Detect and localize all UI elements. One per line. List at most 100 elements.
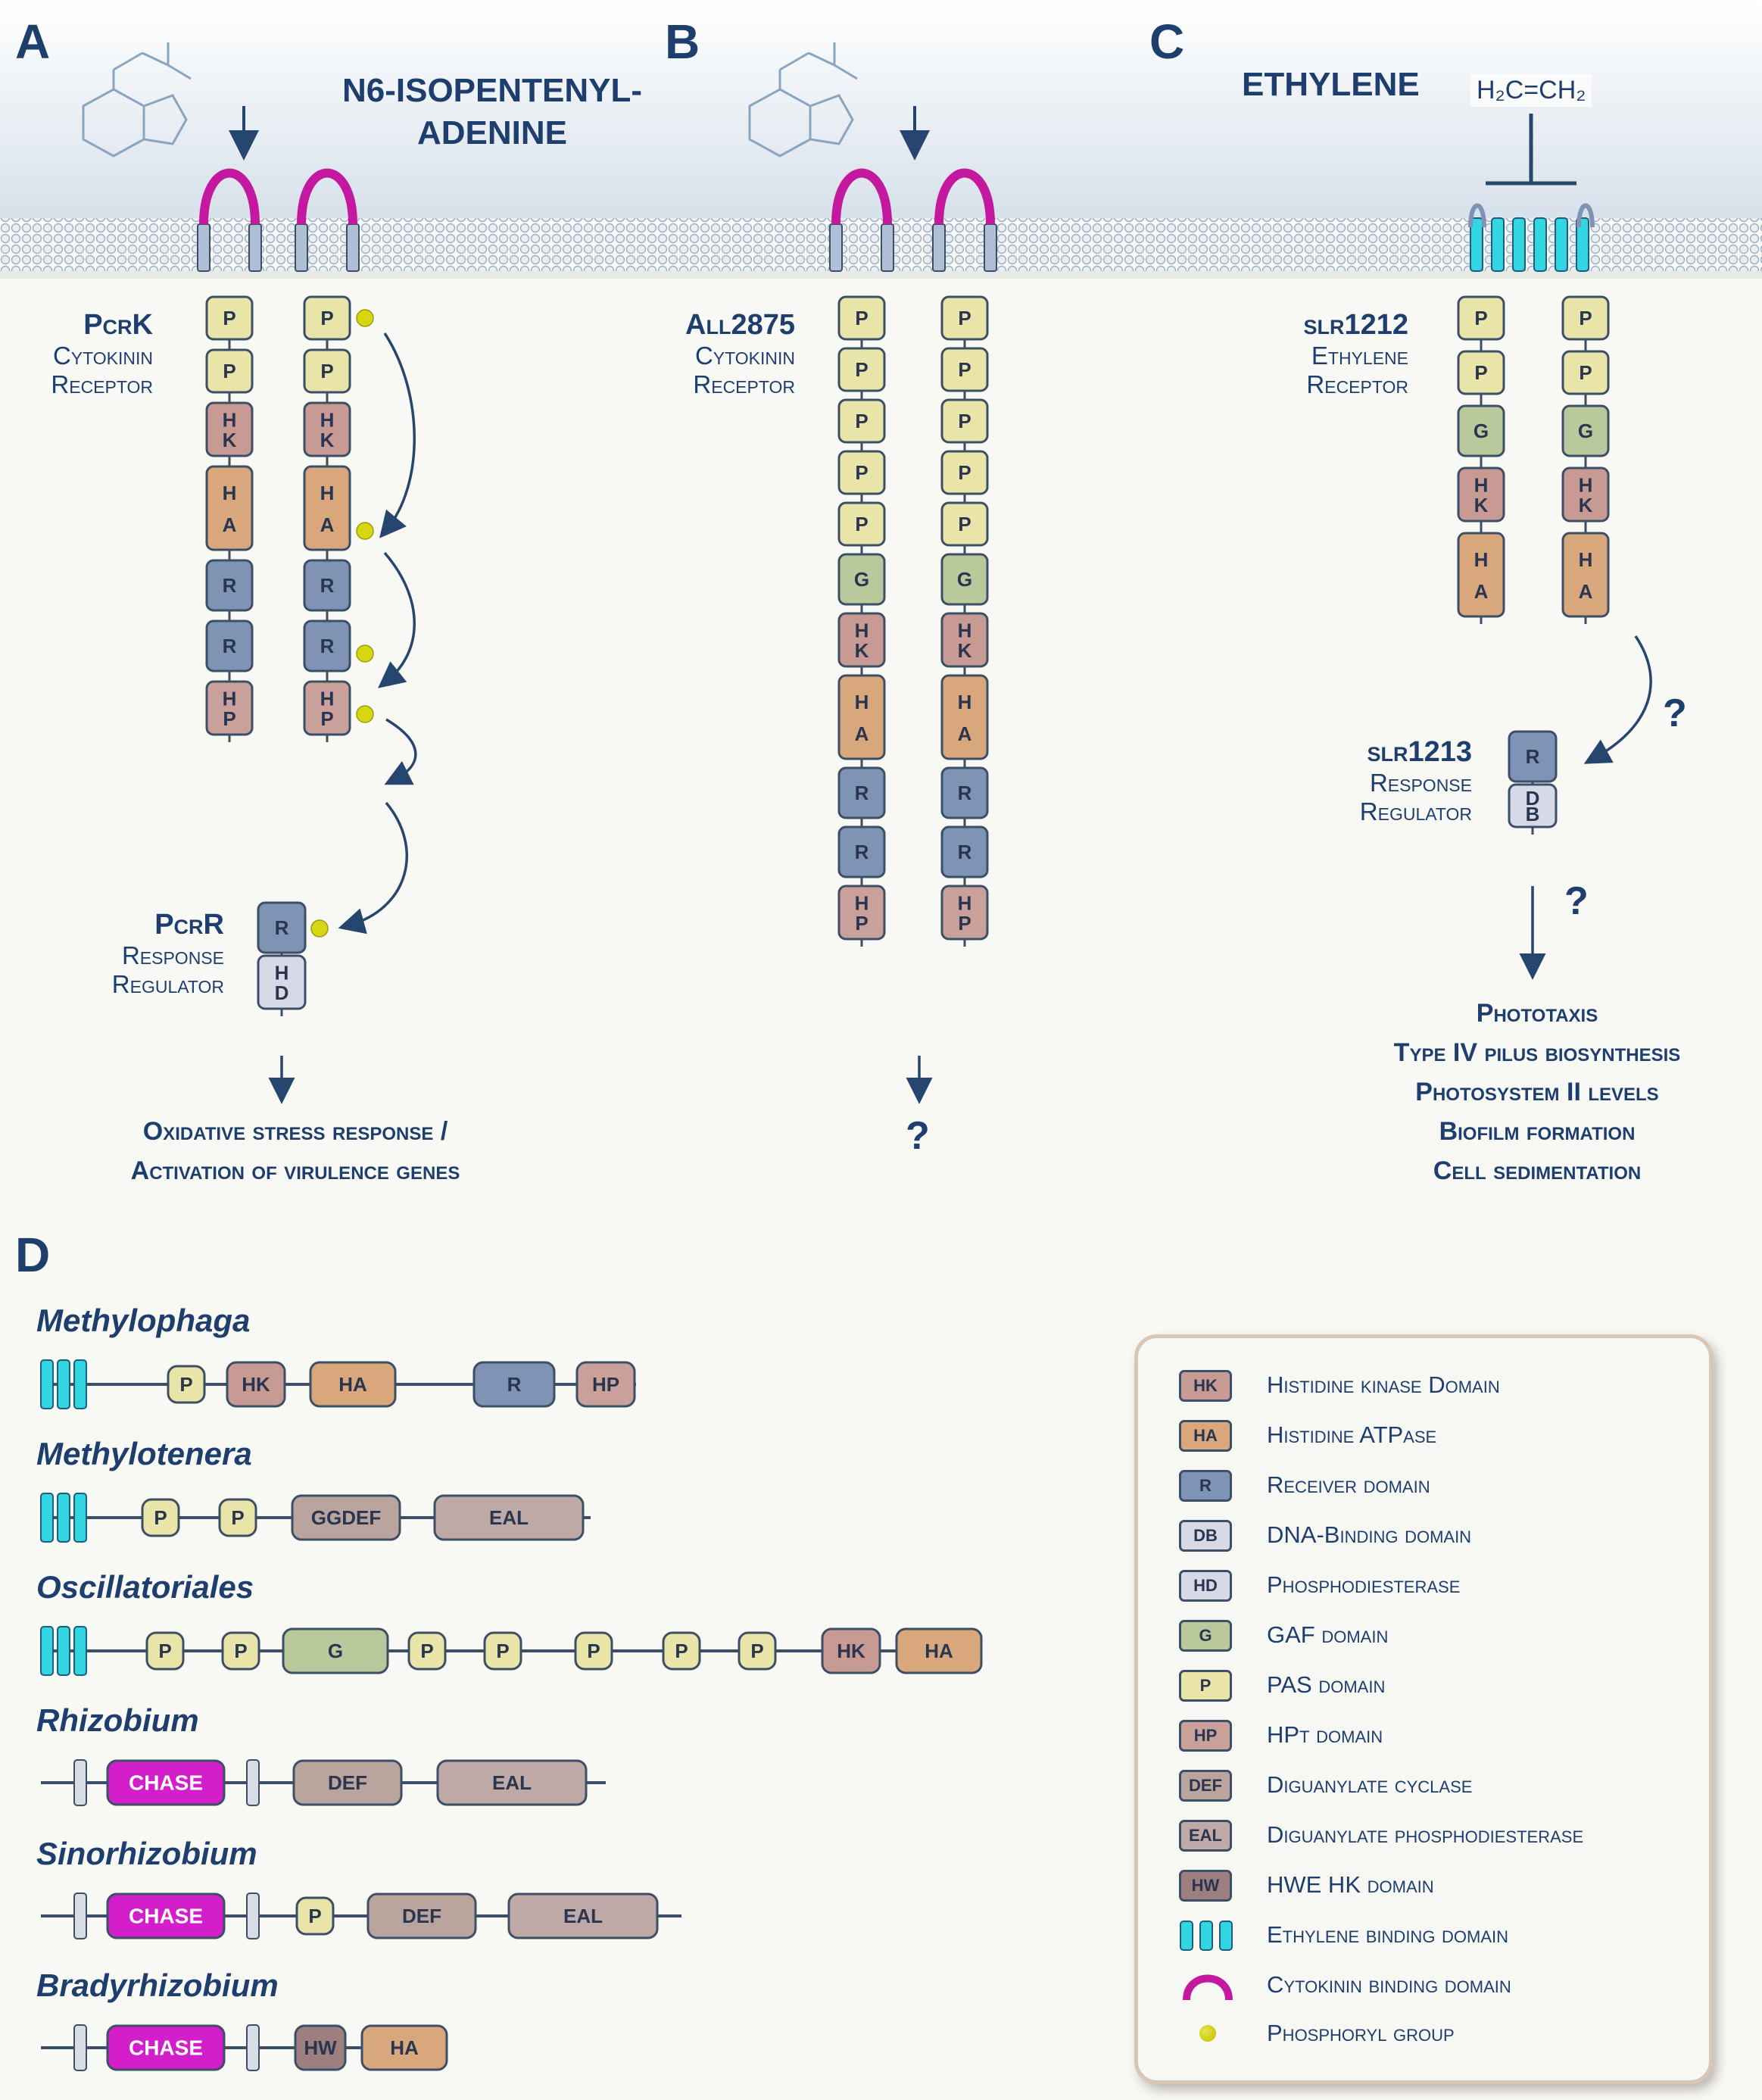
domain-letter: R (275, 916, 289, 939)
tm-loop (1468, 203, 1486, 228)
legend-text: Receiver domain (1267, 1471, 1430, 1498)
species-domain-label: P (154, 1506, 167, 1529)
domain-letter: P (855, 410, 868, 432)
legend-chip-def: DEF (1179, 1770, 1232, 1802)
ethylene-formula: H₂C=CH₂ (1470, 74, 1592, 107)
species-domain-label: P (496, 1640, 509, 1662)
receptor-label-a: PcrK Cytokinin Receptor (15, 309, 153, 399)
outcome-item: Biofilm formation (1439, 1117, 1636, 1146)
domain-letter: A (855, 722, 869, 745)
phosphoryl-group (356, 644, 374, 663)
domain-letter: H (958, 619, 972, 641)
species-name: Rhizobium (36, 1702, 199, 1738)
tm-helix (73, 2024, 87, 2071)
species-domain-def (292, 1759, 403, 1806)
outcome-line2: Activation of virulence genes (130, 1156, 460, 1185)
ethylene-binding-helix (1491, 217, 1505, 272)
domain-letter: A (1474, 580, 1489, 603)
domain-letter: K (1579, 494, 1593, 516)
ligand-name-a: N6-ISOPENTENYL- ADENINE (318, 70, 666, 154)
outcome-item: Cell sedimentation (1433, 1156, 1642, 1185)
domain-letter: P (855, 307, 868, 329)
species-name: Methylotenera (36, 1436, 252, 1471)
species-domain-label: R (507, 1373, 522, 1396)
species-domain-g (282, 1627, 389, 1674)
outcome-item: Type IV pilus biosynthesis (1393, 1038, 1681, 1067)
domain-letter: H (1474, 548, 1489, 571)
regulator-name: PcrR (154, 909, 224, 941)
ethylene-binding-helix (1512, 217, 1526, 272)
species-domain-p (221, 1631, 260, 1671)
species-domain-p (574, 1631, 613, 1671)
domain-letter: K (1474, 494, 1489, 516)
question-mark-c1: ? (1663, 691, 1687, 735)
cytokinin-binding-domain (297, 168, 357, 225)
domain-ha (940, 674, 989, 760)
species-domain-p (738, 1631, 777, 1671)
regulator-label-c: slr1213 Response Regulator (1310, 736, 1472, 826)
panel-label-c: C (1149, 14, 1185, 69)
species-name: Oscillatoriales (36, 1569, 254, 1605)
legend-chip-ha: HA (1179, 1420, 1232, 1452)
ligand-name-c: ETHYLENE (1242, 66, 1420, 103)
domain-letter: P (855, 912, 868, 935)
domain-letter: R (855, 841, 869, 863)
species-domain-eal (436, 1759, 588, 1806)
domain-letter: H (958, 691, 972, 713)
outcome-list-c: Phototaxis Type IV pilus biosynthesis Ph… (1287, 994, 1762, 1190)
legend-text: Phosphodiesterase (1267, 1571, 1461, 1598)
tm-helix (73, 1759, 87, 1806)
species-domain-ggdef (291, 1494, 401, 1541)
phosphoryl-group (356, 705, 374, 723)
species-domain-label: P (750, 1640, 763, 1662)
species-name: Sinorhizobium (36, 1836, 257, 1871)
domain-letter: P (320, 360, 333, 382)
legend-text: HPt domain (1267, 1721, 1383, 1748)
legend-chip-hw: HW (1179, 1870, 1232, 1902)
legend-chip-g: G (1179, 1620, 1232, 1652)
receptor-sub2: Receptor (1306, 370, 1408, 398)
outcome-line1: Oxidative stress response / (142, 1117, 448, 1146)
species-domain-hk (821, 1627, 881, 1674)
legend-chip-db: DB (1179, 1520, 1232, 1552)
isopentenyladenine-structure-b (748, 42, 858, 158)
legend-text: Cytokinin binding domain (1267, 1971, 1511, 1998)
regulator-sub2: Regulator (1359, 797, 1472, 825)
domain-ha (303, 465, 351, 551)
tm-helix (248, 223, 262, 272)
cytokinin-binding-domain (831, 168, 892, 225)
domain-letter: P (320, 707, 333, 730)
species-domain-label: P (420, 1640, 433, 1662)
domain-letter: H (223, 482, 237, 504)
receptor-name: PcrK (83, 309, 153, 341)
outcome-item: Phototaxis (1476, 999, 1598, 1028)
species-domain-label: HW (304, 2036, 337, 2059)
phosphotransfer-arrow (384, 718, 417, 785)
legend-chip-eal: EAL (1179, 1820, 1232, 1852)
tm-helix (881, 223, 894, 272)
species-domain-ha (360, 2024, 448, 2071)
ethylene-binding-helix (57, 1493, 70, 1543)
species-domain-ha (309, 1361, 397, 1408)
domain-letter: P (958, 461, 971, 484)
tm-helix (246, 1759, 260, 1806)
regulator-sub1: Response (1369, 769, 1472, 797)
domain-letter: K (223, 429, 237, 451)
legend-text: Histidine kinase Domain (1267, 1371, 1500, 1398)
species-domain-p (218, 1498, 257, 1537)
species-domain-p (483, 1631, 522, 1671)
domain-letter: P (223, 307, 235, 329)
ethylene-binding-helix (57, 1359, 70, 1409)
domain-letter: P (320, 307, 333, 329)
domain-letter: K (958, 639, 972, 662)
receptor-sub1: Cytokinin (694, 342, 795, 370)
ethylene-inhibition-symbol (1486, 114, 1576, 186)
signal-arrow (1583, 635, 1652, 764)
domain-letter: H (855, 619, 869, 641)
domain-letter: H (320, 687, 335, 710)
domain-letter: H (958, 891, 972, 914)
species-domain-label: HK (837, 1640, 865, 1662)
legend-text: Phosphoryl group (1267, 2020, 1455, 2046)
domain-letter: D (275, 981, 289, 1004)
